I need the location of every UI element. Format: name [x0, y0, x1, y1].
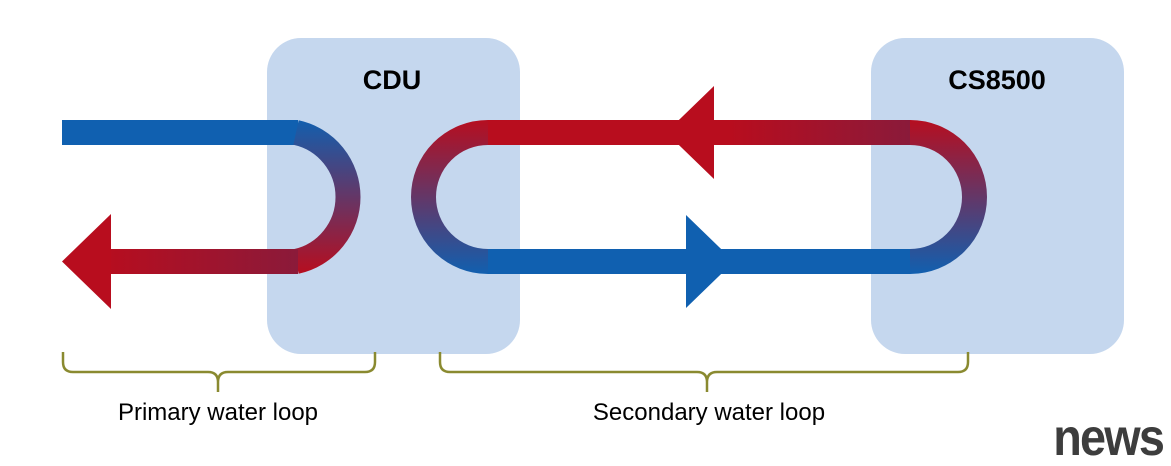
secondary-top-arrowhead: [666, 86, 714, 179]
cdu-box: [267, 38, 520, 354]
secondary-loop-label: Secondary water loop: [593, 399, 825, 426]
primary-loop-brace: [61, 352, 377, 392]
primary-loop-label: Primary water loop: [118, 399, 318, 426]
primary-loop-pipe: [62, 120, 361, 274]
secondary-bottom-arrowhead: [686, 215, 734, 308]
cs8500-label: CS8500: [948, 65, 1046, 95]
news-watermark: news: [1053, 409, 1165, 466]
primary-return-arrowhead: [62, 214, 111, 309]
cs8500-box: [871, 38, 1124, 354]
cdu-label: CDU: [363, 65, 422, 95]
secondary-loop-brace: [438, 352, 970, 392]
